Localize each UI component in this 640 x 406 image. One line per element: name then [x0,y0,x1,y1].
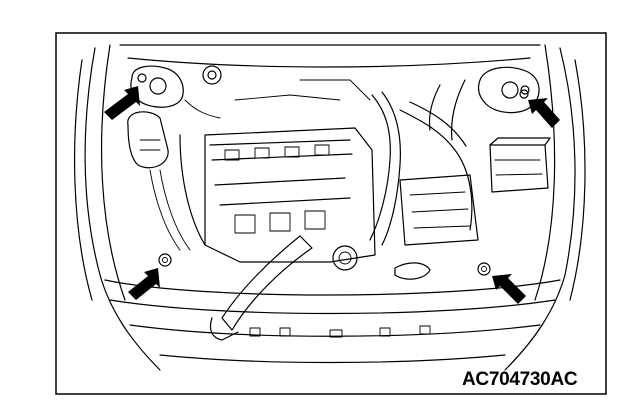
battery [489,137,551,193]
bolt-markers [137,73,529,276]
bolt-lower-left [158,253,172,267]
arrow-icon [528,98,560,128]
bolt-lower-right [477,262,491,276]
arrow-icon [492,274,526,304]
engine-block [179,127,376,271]
left-strut-tower [127,65,222,169]
intake-hose [209,79,479,341]
callout-arrows [104,86,560,304]
arrow-icon [128,268,160,300]
bolt-front-right-top [519,89,529,99]
bolt-front-left-top [137,73,147,83]
arrow-icon [104,86,140,120]
fender-outline [74,44,586,371]
wiring-harness [149,79,371,251]
figure-caption: AC704730AC [462,369,578,390]
radiator-support [104,279,561,364]
figure-frame [55,32,607,395]
